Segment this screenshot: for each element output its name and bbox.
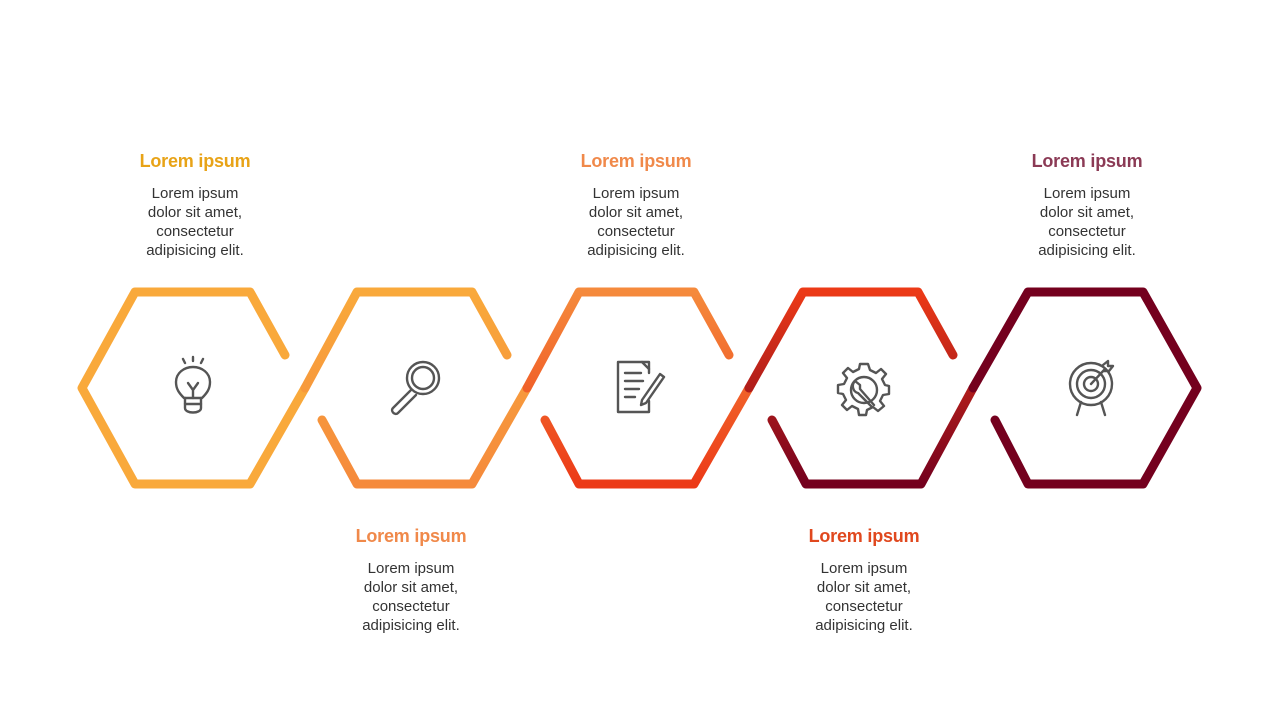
step-3-text: Lorem ipsum Lorem ipsum dolor sit amet, … — [536, 151, 736, 260]
hexagon-step-5 — [968, 287, 1202, 489]
step-2-title: Lorem ipsum — [355, 526, 467, 546]
step-1-description: Lorem ipsum dolor sit amet, consectetur … — [146, 185, 244, 259]
step-4-title: Lorem ipsum — [808, 526, 920, 546]
step-3-description: Lorem ipsum dolor sit amet, consectetur … — [587, 185, 685, 259]
document-edit-icon — [616, 360, 666, 414]
step-1-title: Lorem ipsum — [139, 151, 251, 171]
step-2-description: Lorem ipsum dolor sit amet, consectetur … — [362, 560, 460, 634]
step-5-text: Lorem ipsum Lorem ipsum dolor sit amet, … — [987, 151, 1187, 260]
step-3-title: Lorem ipsum — [580, 151, 692, 171]
hexagon-step-4 — [744, 287, 978, 489]
hexagon-step-1 — [77, 287, 310, 489]
lightbulb-icon — [174, 355, 212, 414]
hexagon-step-3 — [522, 287, 754, 489]
magnifier-icon — [390, 360, 441, 416]
step-2-text: Lorem ipsum Lorem ipsum dolor sit amet, … — [311, 526, 511, 635]
gear-wrench-icon — [836, 362, 891, 417]
step-1-text: Lorem ipsum Lorem ipsum dolor sit amet, … — [95, 151, 295, 260]
step-5-description: Lorem ipsum dolor sit amet, consectetur … — [1038, 185, 1136, 259]
step-5-title: Lorem ipsum — [1031, 151, 1143, 171]
hexagon-step-2 — [300, 287, 532, 489]
step-4-text: Lorem ipsum Lorem ipsum dolor sit amet, … — [764, 526, 964, 635]
target-icon — [1068, 359, 1115, 417]
step-4-description: Lorem ipsum dolor sit amet, consectetur … — [815, 560, 913, 634]
